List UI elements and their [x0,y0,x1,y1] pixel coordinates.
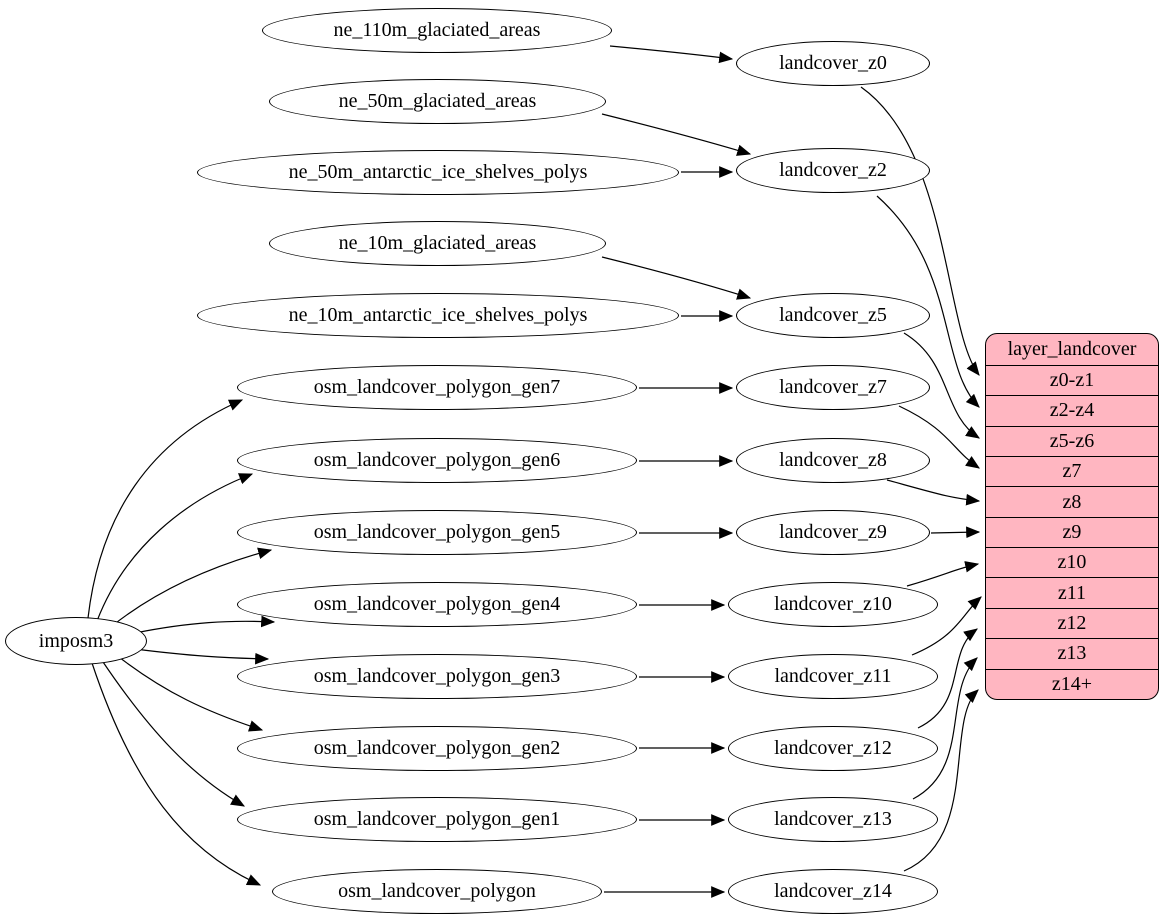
edge-imposm3-to-gen7 [87,399,244,619]
edge-ne50m-glaciated-to-z2 [601,113,752,156]
node-landcover-z11: landcover_z11 [728,654,938,699]
node-landcover-z12: landcover_z12 [728,726,938,771]
table-row-z0-z1: z0-z1 [986,364,1158,395]
node-ne-10m-glaciated-areas: ne_10m_glaciated_areas [269,221,606,266]
edge-z10-to-row-z10 [906,561,980,587]
edge-z13-to-row-z13 [912,657,978,800]
edge-z5-to-row-z5-z6 [903,332,980,439]
table-row-z7: z7 [986,455,1158,486]
node-osm-landcover-polygon-gen1: osm_landcover_polygon_gen1 [237,797,637,842]
table-row-z2-z4: z2-z4 [986,395,1158,425]
table-row-z11: z11 [986,577,1158,607]
edge-z8-to-row-z8 [886,479,981,506]
edge-z12-to-row-z12 [917,628,978,729]
edge-imposm3-to-gen1 [100,658,246,807]
table-header-layer-landcover: layer_landcover [1007,337,1137,360]
edge-imposm3-to-gen2 [114,653,264,732]
table-row-z5-z6: z5-z6 [986,425,1158,456]
edge-imposm3-to-gen4 [134,615,276,634]
edge-imposm3-to-polygon [91,662,262,886]
edge-imposm3-to-gen3 [134,648,270,665]
node-osm-landcover-polygon: osm_landcover_polygon [272,869,602,914]
node-landcover-z10: landcover_z10 [728,582,938,627]
edge-imposm3-to-gen5 [111,547,273,627]
table-row-z13: z13 [986,638,1158,668]
table-row-z8: z8 [986,486,1158,516]
node-landcover-z0: landcover_z0 [736,41,930,86]
node-landcover-z7: landcover_z7 [736,365,930,410]
table-row-z12: z12 [986,607,1158,638]
table-row-z9: z9 [986,516,1158,547]
edge-z2-to-row-z2-z4 [876,195,980,408]
table-row-z14plus: z14+ [986,668,1158,699]
node-osm-landcover-polygon-gen6: osm_landcover_polygon_gen6 [237,438,637,483]
edge-z7-to-row-z7 [898,405,980,469]
node-ne-10m-antarctic-ice-shelves-polys: ne_10m_antarctic_ice_shelves_polys [197,293,679,338]
edge-z11-to-row-z11 [911,596,982,656]
node-landcover-z2: landcover_z2 [736,148,930,193]
node-osm-landcover-polygon-gen5: osm_landcover_polygon_gen5 [237,510,637,555]
edge-ne110m-to-z0 [609,45,734,64]
node-osm-landcover-polygon-gen2: osm_landcover_polygon_gen2 [237,726,637,771]
edge-imposm3-to-gen6 [96,473,254,622]
node-imposm3: imposm3 [5,617,147,665]
node-landcover-z5: landcover_z5 [736,293,930,338]
node-osm-landcover-polygon-gen4: osm_landcover_polygon_gen4 [237,582,637,627]
edge-z9-to-row-z9 [930,526,981,539]
edge-z0-to-row-z0-z1 [860,86,980,376]
table-layer-landcover: layer_landcover z0-z1 z2-z4 z5-z6 z7 z8 … [985,333,1159,700]
node-osm-landcover-polygon-gen3: osm_landcover_polygon_gen3 [237,654,637,699]
node-ne-110m-glaciated-areas: ne_110m_glaciated_areas [262,8,612,53]
node-osm-landcover-polygon-gen7: osm_landcover_polygon_gen7 [237,365,637,410]
edge-z14-to-row-z14plus [903,689,979,872]
node-ne-50m-antarctic-ice-shelves-polys: ne_50m_antarctic_ice_shelves_polys [197,150,679,195]
node-landcover-z9: landcover_z9 [736,510,930,555]
node-landcover-z13: landcover_z13 [728,797,938,842]
node-landcover-z14: landcover_z14 [728,869,938,914]
node-ne-50m-glaciated-areas: ne_50m_glaciated_areas [269,79,606,124]
table-row-z10: z10 [986,547,1158,577]
edge-ne10m-glaciated-to-z5 [601,256,752,300]
node-landcover-z8: landcover_z8 [736,438,930,483]
